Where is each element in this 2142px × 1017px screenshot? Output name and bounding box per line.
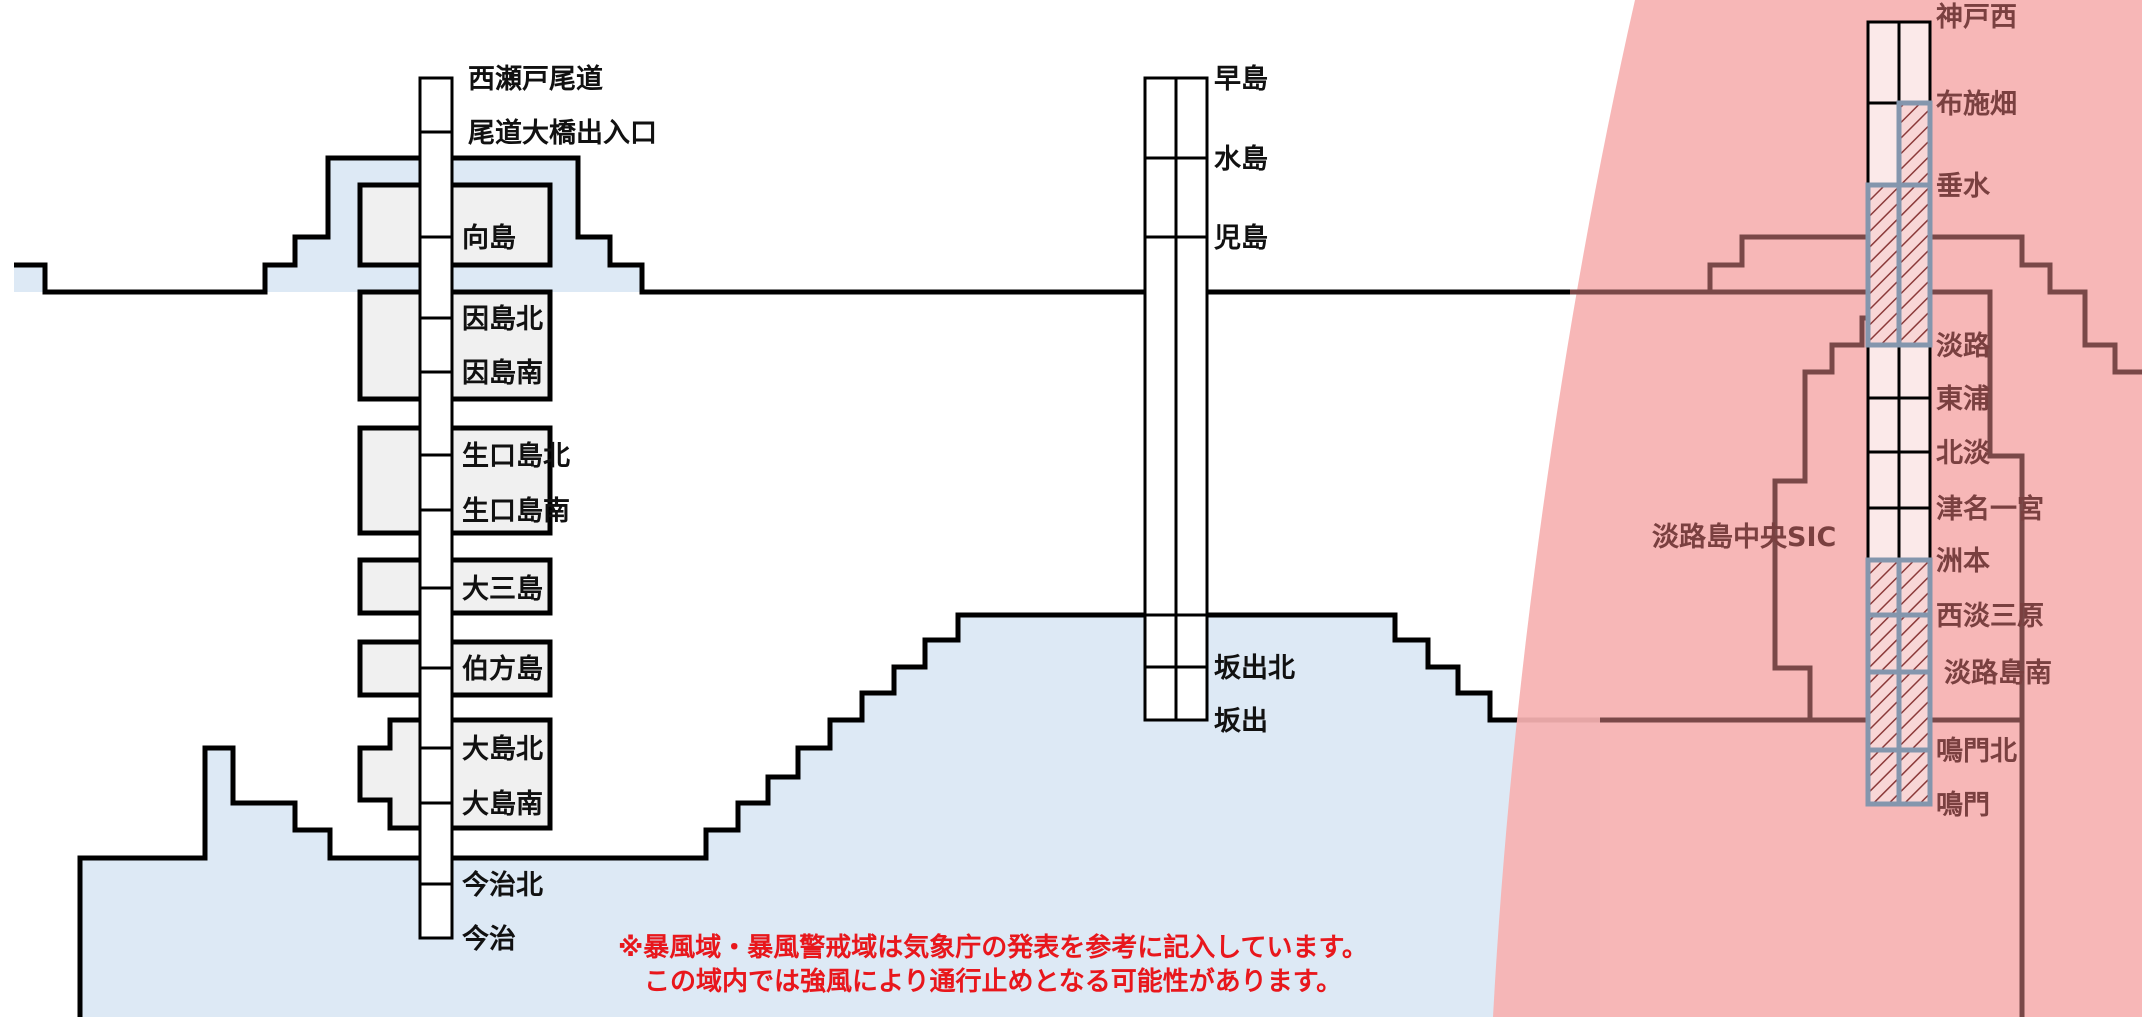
seto-chuo-station-label: 坂出北: [1214, 653, 1295, 684]
awaji-central-sic-label: 淡路島中央SIC: [1652, 521, 1836, 553]
kobe-awaji-station-label: 鳴門: [1936, 790, 1990, 821]
awaji-coastline: [1712, 289, 2025, 723]
kobe-awaji-station-label: 北淡: [1936, 438, 1991, 469]
nishiseto-station-label: 今治北: [462, 869, 543, 901]
kobe-awaji-station-label: 淡路島南: [1944, 657, 2052, 689]
nishiseto-station-label: 大島南: [462, 789, 543, 820]
seto-chuo-station-label: 児島: [1214, 223, 1268, 254]
nishiseto-station-label: 伯方島: [462, 653, 543, 685]
oshima-island: [357, 717, 553, 831]
kobe-awaji-station-label: 淡路: [1936, 330, 1991, 362]
kobe-awaji-station-label: 西淡三原: [1936, 601, 2044, 632]
nishiseto-road-body: [418, 76, 454, 940]
kobe-awaji-station-label: 神戸西: [1936, 2, 2017, 33]
nishiseto-station-label: 因島北: [462, 304, 543, 335]
nishiseto-station-label: 尾道大橋出入口: [468, 117, 657, 149]
tokushima-coastline: [1600, 717, 2025, 1017]
nishiseto-station-label: 生口島北: [462, 441, 570, 472]
kobe-awaji-station-label: 布施畑: [1936, 89, 2017, 120]
kobe-awaji-station-label: 洲本: [1936, 546, 1990, 577]
nishiseto-station-label: 大三島: [462, 574, 543, 605]
shikoku-coastline: [77, 612, 1600, 1017]
seto-chuo-station-label: 水島: [1214, 144, 1268, 175]
seto-chuo-station-label: 早島: [1214, 64, 1268, 95]
kobe-awaji-station-label: 鳴門北: [1936, 736, 2017, 767]
mukaishima-island: [357, 182, 553, 268]
closed-section-nunobiki-tarumi: [1896, 100, 1933, 188]
sea-area: [14, 158, 1600, 1017]
kobe-coastline: [1570, 234, 2142, 375]
nishiseto-station-label: 生口島南: [462, 496, 570, 527]
nishiseto-station-label: 因島南: [462, 358, 543, 389]
storm-warning-area: [1493, 0, 2142, 1017]
nishiseto-station-label: 大島北: [462, 734, 543, 765]
notice-line-1: ※暴風域・暴風警戒域は気象庁の発表を参考に記入しています。: [618, 932, 1368, 963]
innoshima-island: [357, 289, 553, 402]
hakatajima-island: [357, 639, 553, 698]
nishiseto-station-label: 向島: [462, 222, 516, 254]
kobe-awaji-station-label: 津名一宮: [1936, 493, 2044, 525]
kobe-awaji-station-label: 垂水: [1936, 171, 1991, 202]
kobe-awaji-station-label: 東浦: [1936, 383, 1990, 415]
honshu-coastline: [14, 155, 1600, 295]
nishiseto-expressway: 西瀬戸尾道尾道大橋出入口向島因島北因島南生口島北生口島南大三島伯方島大島北大島南…: [418, 63, 657, 955]
nishiseto-station-label: 今治: [462, 923, 516, 955]
omishima-island: [357, 557, 553, 616]
nishiseto-station-label: 西瀬戸尾道: [468, 63, 603, 95]
notice-line-2: この域内では強風により通行止めとなる可能性があります。: [644, 966, 1342, 997]
seto-chuo-station-label: 坂出: [1214, 706, 1268, 737]
ikuchijima-island: [357, 425, 553, 536]
